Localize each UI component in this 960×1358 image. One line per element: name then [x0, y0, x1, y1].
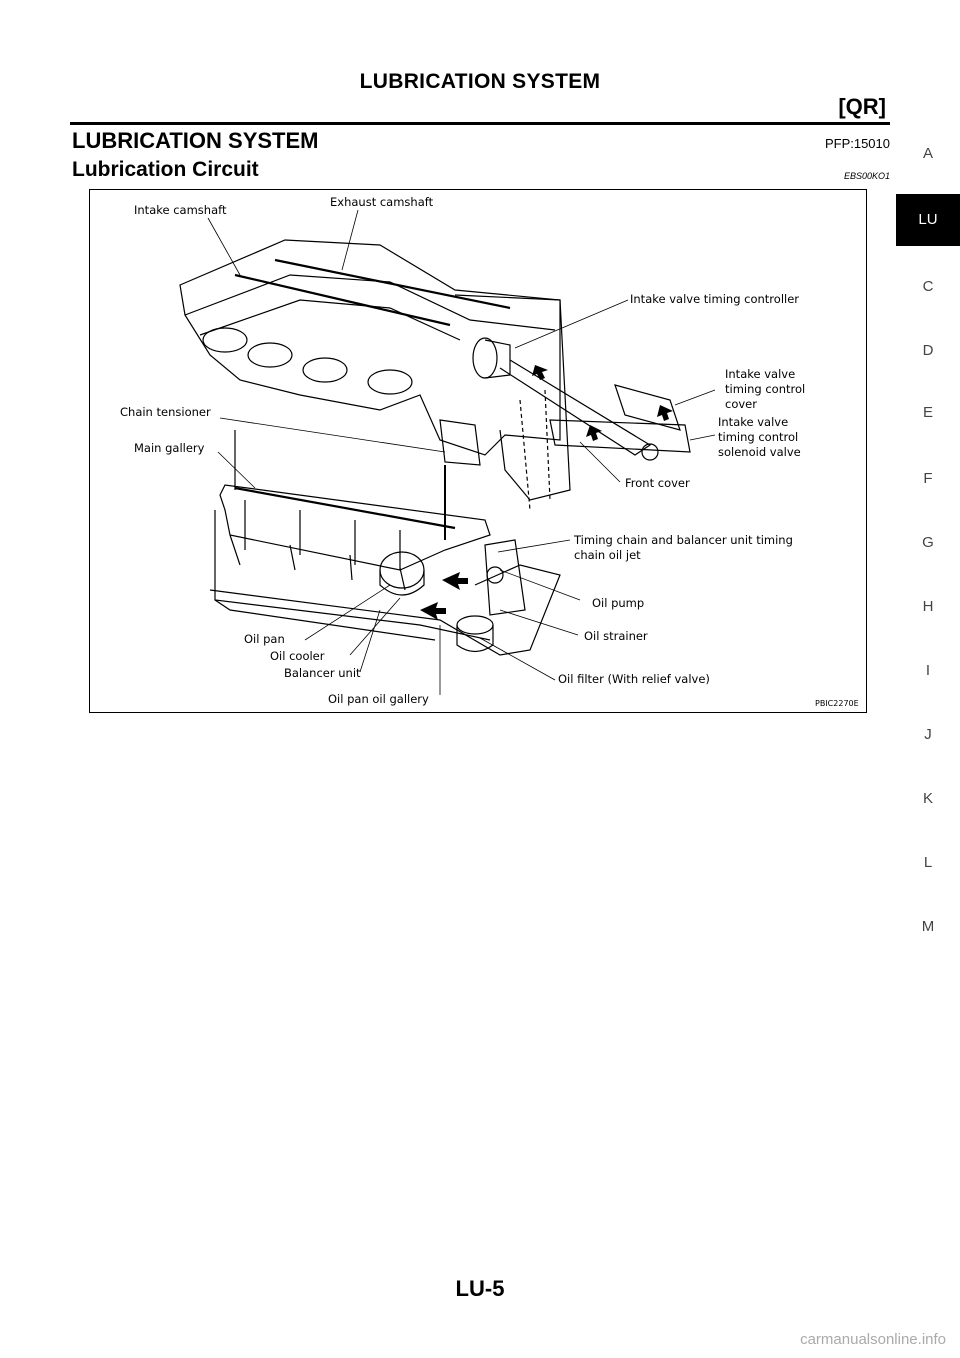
index-tab-i[interactable]: I	[925, 662, 931, 679]
index-tab-c[interactable]: C	[922, 278, 934, 295]
label-oil-filter: Oil filter (With relief valve)	[558, 672, 710, 686]
label-solenoid-valve-3: solenoid valve	[718, 445, 801, 459]
index-tab-f[interactable]: F	[923, 470, 933, 487]
label-balancer-unit: Balancer unit	[284, 666, 361, 680]
index-tab-k[interactable]: K	[922, 790, 933, 807]
lubrication-circuit-figure: Intake camshaft Exhaust camshaft Intake …	[89, 189, 867, 713]
index-tab-m[interactable]: M	[921, 918, 935, 935]
label-oil-pan: Oil pan	[244, 632, 285, 646]
label-intake-valve-timing-controller: Intake valve timing controller	[630, 292, 799, 306]
label-timing-chain-oil-jet-1: Timing chain and balancer unit timing	[573, 533, 793, 547]
label-main-gallery: Main gallery	[134, 441, 205, 455]
label-oil-strainer: Oil strainer	[584, 629, 648, 643]
oil-flow-arrows	[420, 365, 673, 620]
label-oil-pan-oil-gallery: Oil pan oil gallery	[328, 692, 429, 706]
label-solenoid-valve-2: timing control	[718, 430, 798, 444]
label-chain-tensioner: Chain tensioner	[120, 405, 211, 419]
page-header-title: LUBRICATION SYSTEM	[359, 70, 601, 93]
leader-lines	[207, 209, 716, 695]
header-rule	[70, 122, 890, 125]
index-tab-a[interactable]: A	[922, 145, 933, 162]
label-oil-cooler: Oil cooler	[270, 649, 325, 663]
engine-code: [QR]	[838, 94, 886, 119]
index-tab-h[interactable]: H	[922, 598, 934, 615]
index-tab-l[interactable]: L	[923, 854, 933, 871]
index-tab-j[interactable]: J	[924, 726, 932, 743]
figure-code: PBIC2270E	[815, 699, 859, 708]
page-number: LU-5	[455, 1276, 505, 1301]
label-intake-camshaft: Intake camshaft	[134, 203, 227, 217]
index-tab-lu[interactable]: LU	[896, 194, 960, 246]
label-oil-pump: Oil pump	[592, 596, 644, 610]
label-timing-control-cover-1: Intake valve	[725, 367, 795, 381]
label-timing-control-cover-3: cover	[725, 397, 757, 411]
index-tab-d[interactable]: D	[922, 342, 934, 359]
label-timing-control-cover-2: timing control	[725, 382, 805, 396]
label-exhaust-camshaft: Exhaust camshaft	[330, 195, 434, 209]
watermark[interactable]: carmanualsonline.info	[800, 1331, 946, 1348]
subsection-title: Lubrication Circuit	[72, 158, 259, 181]
engine-drawing	[179, 239, 691, 656]
index-tab-e[interactable]: E	[922, 404, 933, 421]
engine-diagram: Intake camshaft Exhaust camshaft Intake …	[120, 195, 859, 708]
reference-code: EBS00KO1	[843, 171, 890, 181]
section-title: LUBRICATION SYSTEM	[72, 128, 319, 153]
label-front-cover: Front cover	[625, 476, 690, 490]
label-timing-chain-oil-jet-2: chain oil jet	[574, 548, 641, 562]
label-solenoid-valve-1: Intake valve	[718, 415, 788, 429]
index-tab-g[interactable]: G	[922, 534, 934, 551]
part-number: PFP:15010	[824, 136, 890, 151]
